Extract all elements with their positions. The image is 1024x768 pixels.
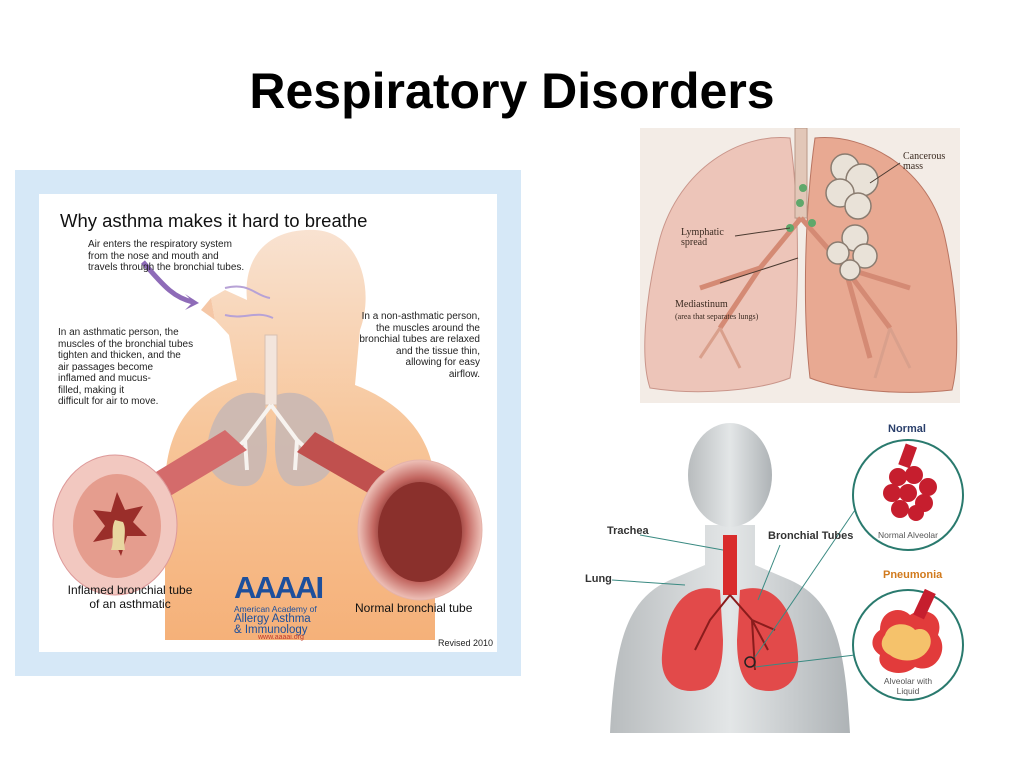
slide-title: Respiratory Disorders [249, 63, 775, 119]
note-line: inflamed and mucus- [58, 373, 151, 384]
label-line: spread [681, 237, 708, 248]
aaaai-logo-line3: & Immunology [234, 624, 308, 636]
intro-line: Air enters the respiratory system [88, 239, 232, 250]
caption-line: Alveolar with [883, 676, 933, 686]
note-line: the muscles around the [376, 322, 480, 334]
asthma-figure-title: Why asthma makes it hard to breathe [60, 210, 368, 231]
caption-line: Inflamed bronchial tube [67, 583, 193, 597]
asthma-intro-text: Air enters the respiratory system from t… [88, 239, 244, 274]
note-line: filled, making it [58, 384, 125, 396]
asthmatic-note: In an asthmatic person, the muscles of t… [58, 327, 193, 408]
cancerous-mass-label: Cancerous mass [903, 152, 945, 172]
asthma-figure [15, 170, 521, 676]
aaaai-logo: AAAAI [234, 570, 324, 605]
normal-note: In a non-asthmatic person, the muscles a… [340, 311, 480, 380]
aaaai-url: www.aaaai.org [258, 634, 304, 641]
caption-line: Liquid [896, 686, 920, 696]
bronchial-tubes-label: Bronchial Tubes [768, 530, 854, 542]
inflamed-tube-caption: Inflamed bronchial tube of an asthmatic [60, 583, 200, 611]
lung-label: Lung [585, 573, 612, 585]
label-line: Cancerous [903, 151, 946, 162]
note-line: airflow. [448, 368, 480, 380]
note-line: bronchial tubes are relaxed [359, 334, 480, 345]
mediastinum-label: Mediastinum [675, 299, 728, 310]
caption-line: of an asthmatic [89, 597, 171, 611]
aaaai-logo-line1: American Academy of [234, 604, 317, 614]
aaaai-logo-line2: Allergy Asthma [234, 613, 311, 625]
note-line: tighten and thicken, and the [58, 350, 181, 361]
lymphatic-spread-label: Lymphatic spread [681, 228, 724, 248]
note-line: and the tissue thin, [396, 345, 480, 357]
intro-line: from the nose and mouth and [88, 250, 219, 262]
normal-tube-caption: Normal bronchial tube [355, 601, 473, 615]
note-line: In a non-asthmatic person, [361, 311, 480, 322]
note-line: muscles of the bronchial tubes [58, 338, 194, 350]
lung-cancer-illustration [640, 127, 960, 403]
normal-alveolar-caption: Normal Alveolar [878, 530, 938, 540]
intro-line: travels through the bronchial tubes. [88, 262, 245, 273]
note-line: allowing for easy [405, 357, 480, 368]
mediastinum-note: (area that separates lungs) [675, 312, 759, 321]
label-line: mass [903, 161, 923, 172]
normal-alveolar-heading: Normal [888, 423, 926, 435]
label-line: Lymphatic [681, 227, 724, 238]
pneumonia-figure [580, 415, 980, 733]
trachea-label: Trachea [607, 525, 649, 537]
lung-cancer-figure [640, 127, 960, 403]
note-line: difficult for air to move. [58, 396, 159, 407]
pneumonia-heading: Pneumonia [883, 569, 943, 581]
asthma-illustration [15, 170, 521, 676]
pneumonia-alveolar-caption: Alveolar with Liquid [866, 676, 950, 696]
note-line: air passages become [58, 361, 154, 373]
note-line: In an asthmatic person, the [58, 327, 179, 338]
revised-note: Revised 2010 [438, 638, 494, 648]
pneumonia-illustration [580, 415, 980, 733]
